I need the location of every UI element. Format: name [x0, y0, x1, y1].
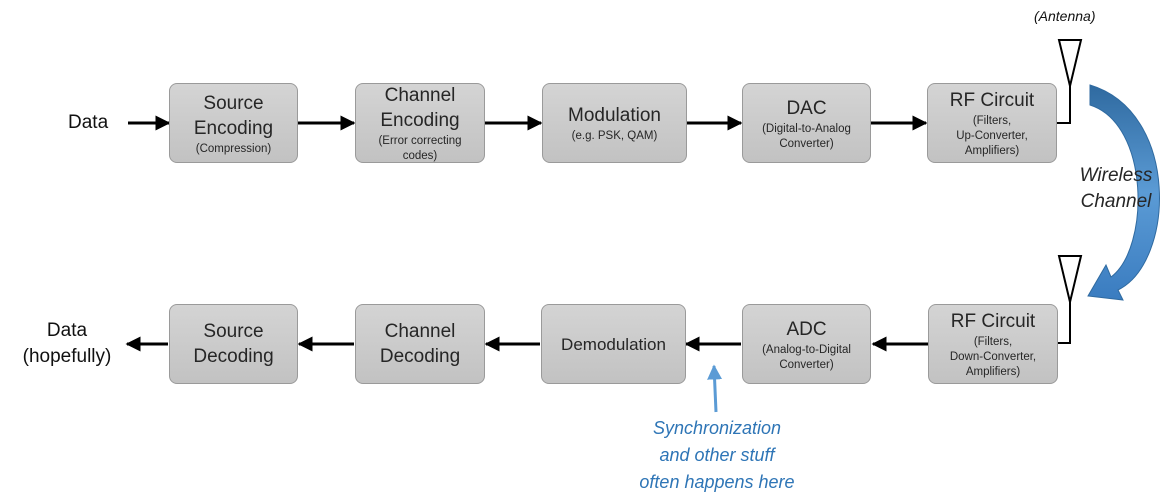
antenna-icon [1057, 39, 1083, 124]
block-subtitle: Down-Converter, [949, 351, 1037, 363]
block-title: Modulation [568, 105, 661, 126]
data-input-label: Data [68, 112, 109, 133]
sync-note-line: often happens here [639, 472, 795, 492]
block-subtitle: Converter) [779, 137, 834, 150]
sync-note-line: Synchronization [652, 418, 782, 438]
block-title: Source [203, 92, 264, 114]
block-title: Demodulation [561, 334, 666, 354]
rf-circuit-rx-block: RF Circuit (Filters, Down-Converter, Amp… [928, 304, 1058, 384]
block-subtitle: Amplifiers) [965, 366, 1021, 378]
output-label-line: Data [46, 320, 88, 341]
wireless-channel-line: Channel [1080, 191, 1152, 212]
block-title: RF Circuit [949, 90, 1035, 111]
channel-decoding-block: Channel Decoding [355, 304, 485, 384]
antenna-label: (Antenna) [1034, 8, 1096, 24]
block-subtitle: Up-Converter, [956, 130, 1028, 142]
modulation-block: Modulation (e.g. PSK, QAM) [542, 83, 687, 163]
block-title: Encoding [380, 110, 460, 131]
block-title: DAC [786, 97, 827, 119]
source-encoding-block: Source Encoding (Compression) [169, 83, 298, 163]
curved-arrow-icon [1087, 84, 1160, 301]
block-subtitle: Amplifiers) [964, 145, 1020, 157]
block-title: Decoding [193, 346, 274, 367]
wireless-channel-label: Wireless Channel [1068, 163, 1164, 215]
block-title: Channel [384, 85, 456, 106]
wireless-channel-line: Wireless [1079, 165, 1153, 186]
source-decoding-block: Source Decoding [169, 304, 298, 384]
arrow-icon [707, 364, 723, 413]
block-title: ADC [786, 318, 827, 340]
block-title: Channel [384, 321, 456, 342]
block-subtitle: (Filters, [973, 336, 1013, 348]
antenna-icon [1057, 255, 1083, 344]
block-subtitle: Converter) [779, 358, 834, 371]
block-title: Encoding [193, 117, 274, 139]
data-output-label: Data (hopefully) [12, 318, 122, 370]
block-subtitle: (Analog-to-Digital [762, 343, 851, 356]
adc-block: ADC (Analog-to-Digital Converter) [742, 304, 871, 384]
sync-note-line: and other stuff [659, 445, 775, 465]
block-title: RF Circuit [950, 311, 1036, 332]
synchronization-note: Synchronization and other stuff often ha… [616, 415, 818, 496]
block-subtitle: (Error correcting [378, 135, 462, 147]
channel-encoding-block: Channel Encoding (Error correcting codes… [355, 83, 485, 163]
output-label-line: (hopefully) [22, 346, 112, 367]
rf-circuit-tx-block: RF Circuit (Filters, Up-Converter, Ampli… [927, 83, 1057, 163]
block-subtitle: (Compression) [195, 142, 272, 155]
block-title: Decoding [379, 346, 461, 367]
dac-block: DAC (Digital-to-Analog Converter) [742, 83, 871, 163]
block-subtitle: (e.g. PSK, QAM) [571, 130, 658, 142]
demodulation-block: Demodulation [541, 304, 686, 384]
block-subtitle: (Digital-to-Analog [762, 122, 851, 135]
block-subtitle: (Filters, [972, 115, 1012, 127]
block-subtitle: codes) [402, 150, 438, 162]
block-title: Source [203, 321, 264, 342]
